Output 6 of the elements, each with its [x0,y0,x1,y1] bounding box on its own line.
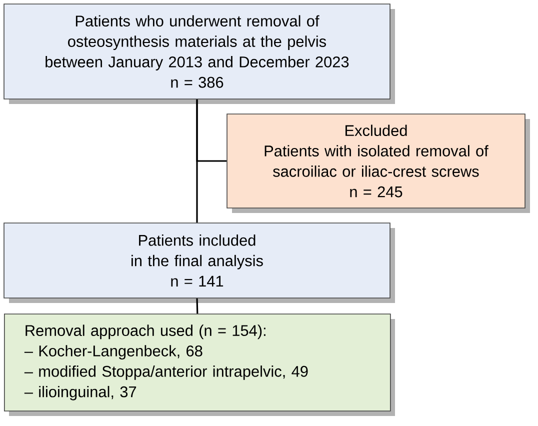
result-box: Removal approach used (n = 154): – Kocher-Langenbeck, 68 – modified Stoppa/anterior intrapelvic, 49 – ilioinguinal, 37 [4,314,395,416]
connector-line [196,99,227,162]
connector-line [196,298,198,314]
exclusion-box: Excluded Patients with isolated removal of sacroiliac or iliac-crest screws n = 245 [226,114,530,213]
process-box: Patients included in the final analysis n = 141 [4,222,395,303]
process-box: Patients who underwent removal of osteosynthesis materials at the pelvis between January 2013 and December 2023 n = 386 [4,4,395,104]
